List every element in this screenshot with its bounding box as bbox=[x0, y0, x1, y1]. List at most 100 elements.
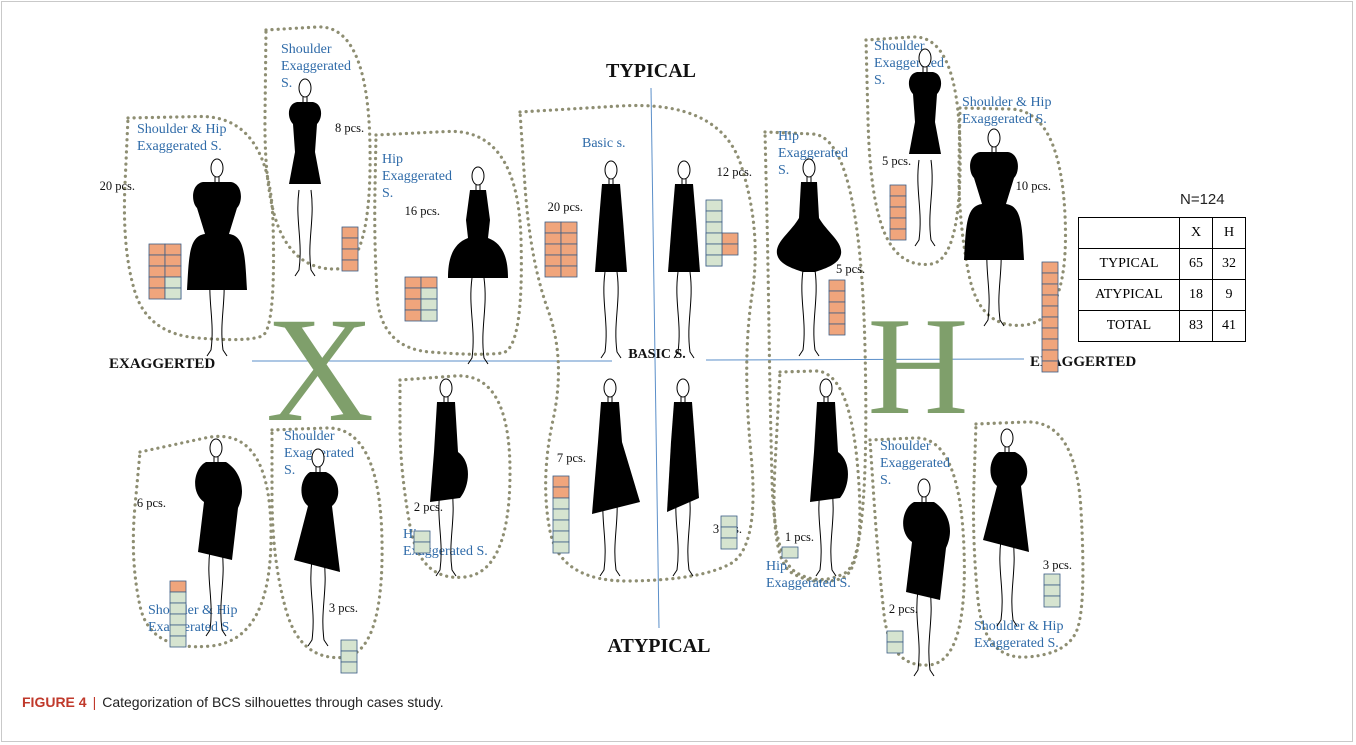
count-cell bbox=[705, 243, 723, 256]
count-cell bbox=[544, 221, 562, 234]
count-cell bbox=[705, 221, 723, 234]
count-cell bbox=[169, 635, 187, 648]
count-cell bbox=[560, 243, 578, 256]
count-cell bbox=[828, 301, 846, 314]
groups-layer: Shoulder & Hip Exaggerated S. 20 pcs. Shoul… bbox=[100, 25, 1085, 677]
group-outline bbox=[763, 130, 868, 582]
count-cell bbox=[889, 206, 907, 219]
group-label: Exaggerated bbox=[874, 56, 944, 71]
count-cell bbox=[340, 661, 358, 674]
table-cell: TOTAL bbox=[1078, 310, 1180, 342]
dress-silhouette bbox=[903, 478, 950, 677]
count-label: 5 pcs. bbox=[836, 262, 865, 276]
count-cell bbox=[889, 195, 907, 208]
count-cell bbox=[889, 217, 907, 230]
count-cell bbox=[720, 526, 738, 539]
count-cell bbox=[886, 630, 904, 643]
count-cell bbox=[341, 248, 359, 261]
count-cell bbox=[1043, 573, 1061, 586]
count-bar bbox=[1043, 573, 1061, 608]
count-bar bbox=[889, 184, 907, 241]
count-cell bbox=[544, 265, 562, 278]
h-letter: H bbox=[867, 289, 968, 444]
group-outline bbox=[772, 369, 862, 584]
table-header-row: X H bbox=[1078, 217, 1246, 249]
table-cell: TYPICAL bbox=[1078, 248, 1180, 280]
count-bar bbox=[341, 226, 359, 272]
dress-silhouette bbox=[667, 378, 699, 577]
count-cell bbox=[721, 243, 739, 256]
count-cell bbox=[148, 276, 166, 289]
group-outline bbox=[270, 426, 384, 660]
group-label: Shoulder & Hip bbox=[974, 619, 1063, 634]
count-bar bbox=[781, 546, 799, 559]
dress-silhouette bbox=[595, 160, 627, 359]
group-outline bbox=[122, 114, 276, 342]
count-cell bbox=[169, 591, 187, 604]
count-bar bbox=[340, 639, 358, 674]
count-label: 6 pcs. bbox=[137, 496, 166, 510]
group-label: Hip bbox=[766, 559, 787, 574]
count-cell bbox=[1041, 305, 1059, 318]
group-label: Exaggerated bbox=[281, 59, 351, 74]
group-label: Exaggerated S. bbox=[148, 620, 233, 635]
count-cell bbox=[1041, 349, 1059, 362]
count-cell bbox=[169, 613, 187, 626]
table-row: TOTAL 83 41 bbox=[1078, 310, 1246, 342]
dress-silhouette bbox=[294, 448, 340, 647]
count-cell bbox=[828, 323, 846, 336]
count-cell bbox=[1041, 327, 1059, 340]
count-label: 2 pcs. bbox=[414, 500, 443, 514]
count-label: 20 pcs. bbox=[100, 179, 135, 193]
count-cell bbox=[169, 624, 187, 637]
count-bar bbox=[720, 515, 738, 550]
count-cell bbox=[544, 243, 562, 256]
axis-label-typical: TYPICAL bbox=[606, 60, 696, 82]
count-cell bbox=[552, 508, 570, 521]
count-cell bbox=[560, 221, 578, 234]
count-cell bbox=[544, 232, 562, 245]
group-label: Exaggerated S. bbox=[137, 139, 222, 154]
x-letter: X bbox=[266, 287, 374, 453]
count-cell bbox=[340, 650, 358, 663]
count-cell bbox=[552, 519, 570, 532]
group-label: Shoulder bbox=[874, 39, 925, 54]
figure-caption-text: Categorization of BCS silhouettes throug… bbox=[102, 694, 444, 710]
silhouette-group: 7 pcs. bbox=[557, 451, 586, 465]
count-cell bbox=[164, 254, 182, 267]
count-cell bbox=[889, 184, 907, 197]
figure-label: FIGURE 4 bbox=[22, 694, 87, 710]
group-outline bbox=[131, 434, 273, 649]
count-cell bbox=[164, 276, 182, 289]
group-outline bbox=[373, 129, 523, 356]
group-outline bbox=[864, 35, 962, 267]
count-bar bbox=[169, 580, 187, 648]
count-cell bbox=[828, 312, 846, 325]
n-total-label: N=124 bbox=[1180, 191, 1225, 208]
count-cell bbox=[169, 580, 187, 593]
count-cell bbox=[420, 298, 438, 311]
vertical-axis bbox=[650, 87, 660, 629]
count-cell bbox=[886, 641, 904, 654]
count-cell bbox=[1041, 261, 1059, 274]
dress-silhouette bbox=[448, 166, 508, 365]
table-cell: 65 bbox=[1179, 248, 1213, 280]
count-cell bbox=[721, 232, 739, 245]
count-cell bbox=[720, 537, 738, 550]
group-outline bbox=[263, 25, 372, 271]
dress-silhouette bbox=[668, 160, 700, 359]
count-cell bbox=[552, 530, 570, 543]
axis-label-atypical: ATYPICAL bbox=[608, 635, 711, 657]
group-label: Exaggerated bbox=[382, 169, 452, 184]
group-label: S. bbox=[382, 186, 393, 201]
count-bar bbox=[552, 475, 570, 554]
group-outline bbox=[518, 103, 757, 583]
figure-separator: | bbox=[92, 694, 97, 710]
dress-silhouette bbox=[195, 438, 242, 637]
count-bar bbox=[828, 279, 846, 336]
table-header-cell: X bbox=[1179, 217, 1213, 249]
dress-silhouette bbox=[908, 48, 942, 247]
